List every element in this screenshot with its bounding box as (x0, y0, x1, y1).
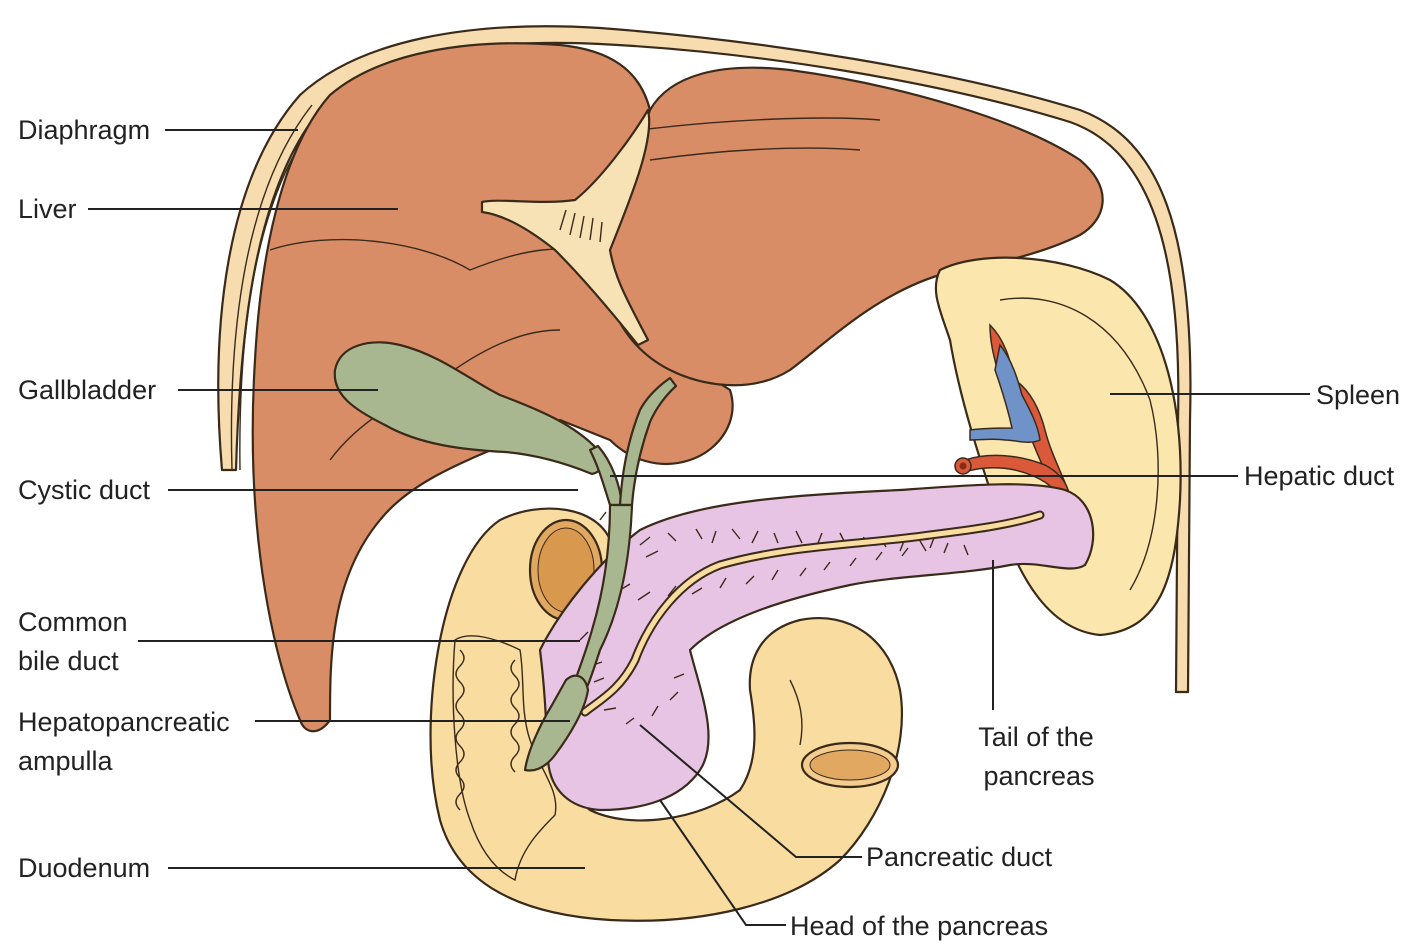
label-liver: Liver (18, 194, 77, 224)
label-gallbladder: Gallbladder (18, 375, 156, 405)
label-ampulla-line2: ampulla (18, 746, 114, 776)
label-head-of-pancreas: Head of the pancreas (790, 911, 1048, 941)
label-diaphragm: Diaphragm (18, 115, 150, 145)
label-hepatic-duct: Hepatic duct (1244, 461, 1395, 491)
label-spleen: Spleen (1316, 380, 1400, 410)
label-cystic-duct: Cystic duct (18, 475, 151, 505)
label-ampulla-line1: Hepatopancreatic (18, 707, 230, 737)
label-tail-line2: pancreas (983, 761, 1094, 791)
label-common-bile-duct-line2: bile duct (18, 646, 119, 676)
label-tail-line1: Tail of the (978, 722, 1094, 752)
spleen (936, 258, 1181, 635)
label-duodenum: Duodenum (18, 853, 150, 883)
label-common-bile-duct-line1: Common (18, 607, 128, 637)
label-pancreatic-duct: Pancreatic duct (866, 842, 1053, 872)
